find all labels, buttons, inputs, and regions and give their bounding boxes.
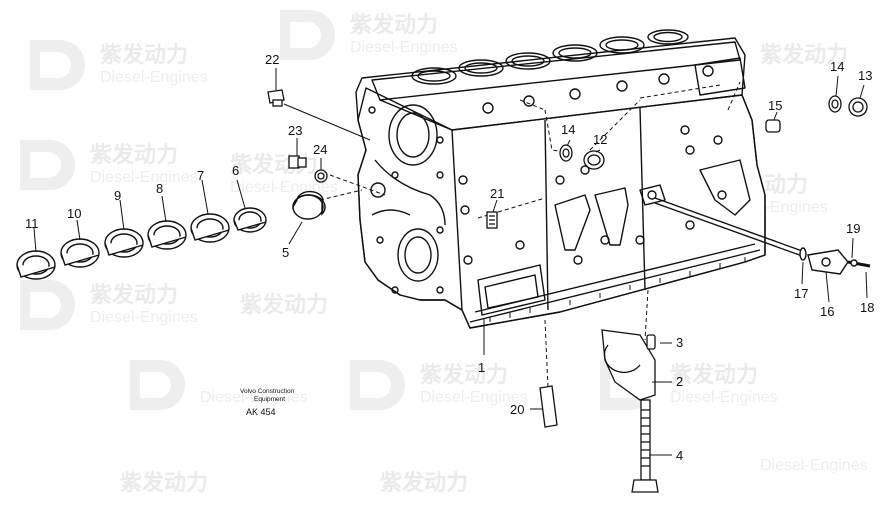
watermark-sub: Diesel-Engines (90, 309, 198, 326)
callout-20: 20 (510, 402, 524, 417)
callout-14b: 14 (830, 59, 844, 74)
bearing-shells (16, 190, 326, 280)
dowel-3 (646, 334, 656, 350)
watermark-brand: 紫发动力 (670, 362, 758, 388)
watermark-brand: 紫发动力 (120, 470, 208, 496)
bearing-shell-6 (233, 207, 267, 233)
callout-6: 6 (232, 163, 239, 178)
watermark-sub: Diesel-Engines (420, 389, 528, 406)
callout-18: 18 (860, 300, 874, 315)
figure-code: AK 454 (246, 407, 276, 417)
watermark-sub: Diesel-Engines (100, 69, 208, 86)
callout-labels: 22 23 24 6 7 8 9 10 11 5 14 12 21 14 13 … (25, 52, 874, 463)
watermark-sub: Diesel-Engines (90, 169, 198, 186)
callout-13: 13 (858, 68, 872, 83)
bolt-4 (631, 399, 659, 493)
callout-17: 17 (794, 286, 808, 301)
watermark-brand: 紫发动力 (350, 12, 438, 38)
caption-line1: Volvo Construction (240, 388, 295, 395)
oil-pipe-assembly (654, 197, 871, 275)
fasteners (267, 89, 868, 493)
callout-1: 1 (478, 360, 485, 375)
dowel-20 (539, 385, 558, 428)
plug-23 (288, 155, 307, 169)
stud-21 (486, 211, 498, 229)
leader-lines (33, 68, 868, 456)
watermark-brand: 紫发动力 (380, 470, 468, 496)
callout-12: 12 (593, 132, 607, 147)
watermark-brand: 紫发动力 (90, 142, 178, 168)
callout-21: 21 (490, 186, 504, 201)
callout-22: 22 (265, 52, 279, 67)
watermark-sub: Diesel-Engines (200, 389, 308, 406)
plug-13 (848, 97, 868, 117)
callout-19: 19 (846, 221, 860, 236)
watermark-brand: 紫发动力 (90, 282, 178, 308)
callout-3: 3 (676, 335, 683, 350)
callout-9: 9 (114, 188, 121, 203)
bearing-shell-10 (60, 238, 100, 268)
plug-12 (583, 150, 605, 170)
engine-block (355, 29, 766, 329)
figure-caption: Volvo Construction Equipment AK 454 (240, 388, 295, 417)
cylinder-bores (411, 29, 689, 85)
washer-14b (828, 95, 842, 113)
callout-23: 23 (288, 123, 302, 138)
callout-16: 16 (820, 304, 834, 319)
watermark-sub: Diesel-Engines (350, 39, 458, 56)
bearing-shell-9 (104, 228, 144, 258)
callout-15: 15 (768, 98, 782, 113)
watermark-sub: Diesel-Engines (670, 389, 778, 406)
callout-4: 4 (676, 448, 683, 463)
callout-14: 14 (561, 122, 575, 137)
watermark-brand: 紫发动力 (240, 292, 328, 318)
callout-2: 2 (676, 374, 683, 389)
watermark-sub: Diesel-Engines (760, 457, 868, 474)
callout-24: 24 (313, 142, 327, 157)
bearing-shell-11 (16, 250, 56, 280)
plug-22 (267, 89, 285, 107)
caption-line2: Equipment (254, 396, 285, 403)
plug-24 (314, 169, 328, 183)
washer-14 (559, 144, 573, 162)
callout-5: 5 (282, 245, 289, 260)
watermark-brand: 紫发动力 (420, 362, 508, 388)
callout-11: 11 (25, 216, 39, 231)
callout-7: 7 (197, 168, 204, 183)
callout-10: 10 (67, 206, 81, 221)
side-bosses (458, 65, 727, 265)
bearing-shell-8 (147, 220, 187, 250)
callout-8: 8 (156, 181, 163, 196)
watermark-brand: 紫发动力 (100, 42, 188, 68)
main-bearing-cap-2 (601, 329, 656, 401)
watermark-brand: 紫发动力 (760, 42, 848, 68)
bearing-shell-5 (292, 190, 326, 220)
bearing-shell-7 (190, 213, 230, 243)
plug-15 (765, 119, 781, 133)
